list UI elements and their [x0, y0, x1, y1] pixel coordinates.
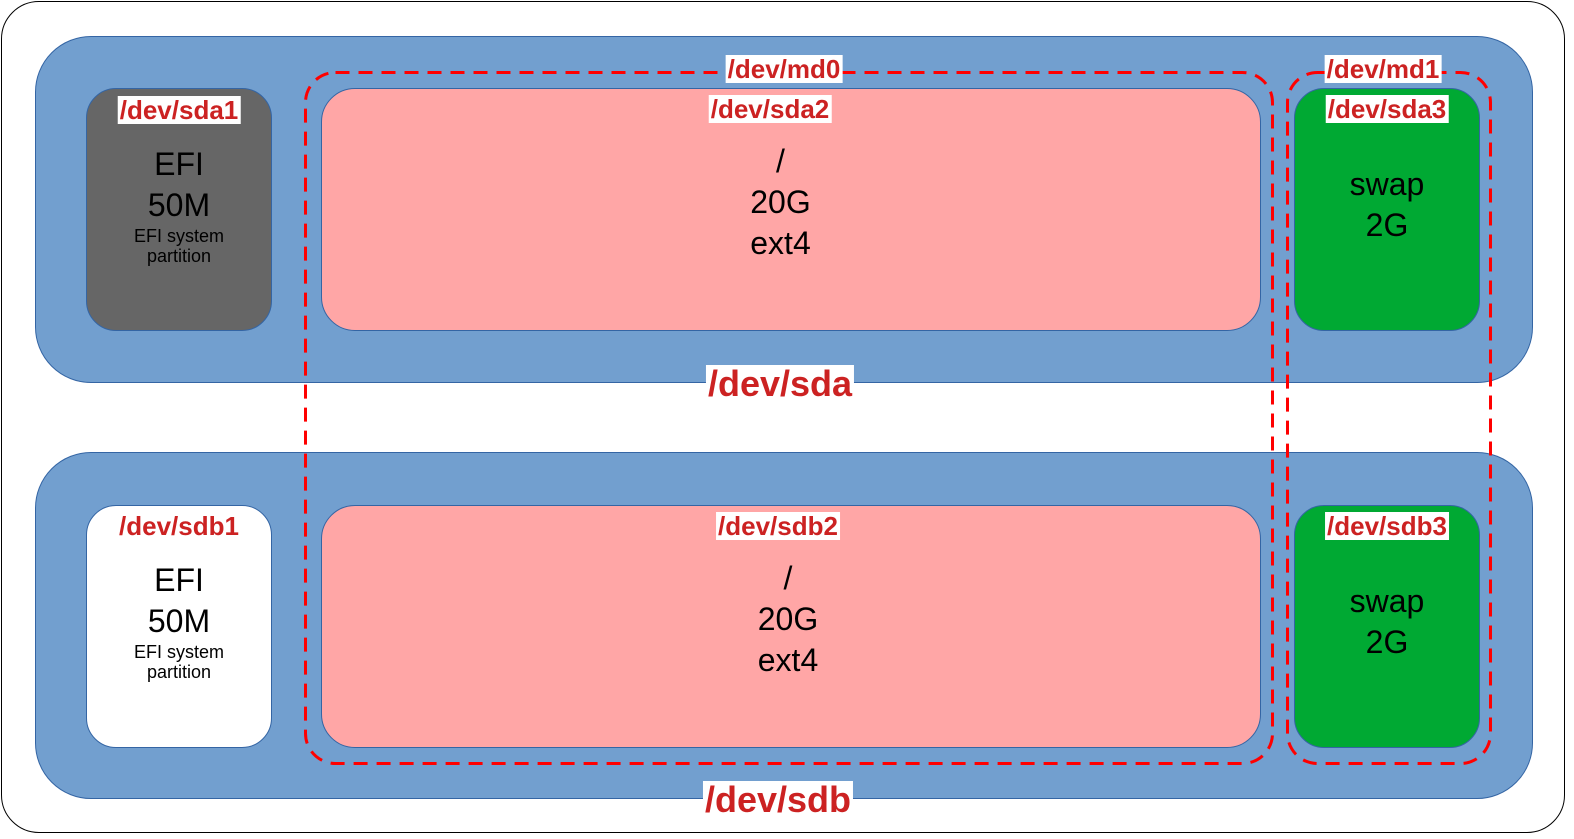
partition-type: swap — [1349, 166, 1425, 202]
partition-sda3[interactable]: /dev/sda3 swap 2G — [1294, 88, 1480, 331]
partition-label-sda2: /dev/sda2 — [708, 94, 832, 124]
partition-size: 50M — [147, 187, 211, 223]
partition-size: 20G — [750, 184, 811, 220]
partition-label-sdb3: /dev/sdb3 — [1325, 511, 1449, 541]
raid-md0-outline — [304, 71, 1274, 765]
partition-size: 20G — [757, 601, 819, 637]
partition-sdb3[interactable]: /dev/sdb3 swap 2G — [1294, 505, 1480, 748]
raid-label-md0: /dev/md0 — [725, 54, 843, 84]
partition-sda1[interactable]: /dev/sda1 EFI 50M EFI system partition — [86, 88, 272, 331]
mount-point: / — [783, 560, 793, 596]
partition-type: swap — [1349, 583, 1425, 619]
partition-size: 50M — [147, 603, 211, 639]
partition-label-sdb1: /dev/sdb1 — [119, 511, 239, 541]
partition-sda2[interactable]: /dev/sda2 / 20G ext4 — [321, 88, 1261, 331]
disk-label-sda: /dev/sda — [705, 363, 855, 404]
partition-label-sda3: /dev/sda3 — [1325, 94, 1449, 124]
partition-sdb2[interactable]: /dev/sdb2 / 20G ext4 — [321, 505, 1261, 748]
partition-note: EFI system partition — [133, 226, 224, 266]
filesystem-type: ext4 — [757, 642, 819, 678]
partition-sdb1[interactable]: /dev/sdb1 EFI 50M EFI system partition — [86, 505, 272, 748]
partition-note: EFI system partition — [133, 642, 224, 682]
partition-label-sdb2: /dev/sdb2 — [716, 511, 840, 541]
partition-size: 2G — [1365, 624, 1409, 660]
raid-label-md1: /dev/md1 — [1324, 54, 1442, 84]
partition-label-sda1: /dev/sda1 — [117, 95, 241, 125]
disk-label-sdb: /dev/sdb — [702, 779, 854, 820]
partition-type: EFI — [154, 146, 204, 182]
filesystem-type: ext4 — [750, 225, 811, 261]
raid-md1-outline — [1286, 71, 1492, 765]
partition-type: EFI — [154, 562, 204, 598]
partition-size: 2G — [1365, 207, 1409, 243]
mount-point: / — [776, 143, 785, 179]
